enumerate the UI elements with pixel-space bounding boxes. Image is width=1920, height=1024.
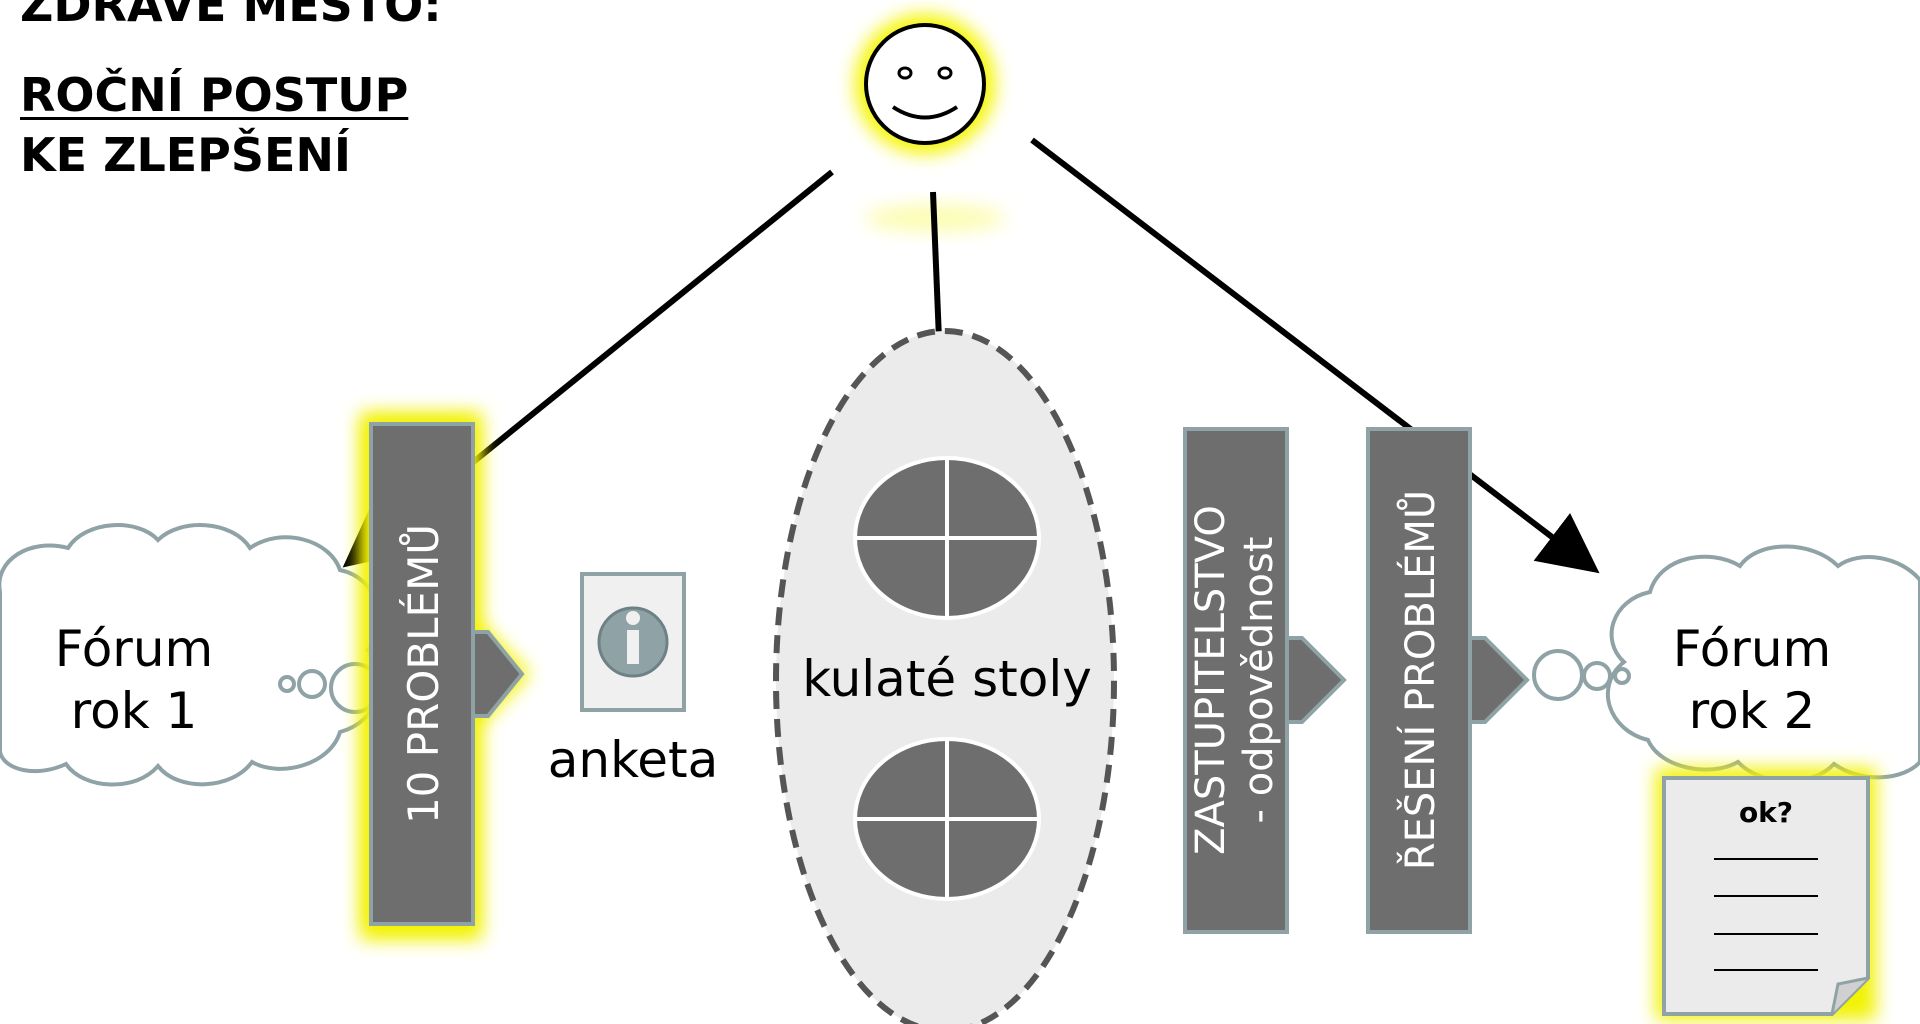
arrow-to-forum-2 xyxy=(1030,137,1600,574)
problems-bar-label: 10 PROBLÉMŮ xyxy=(398,524,448,824)
anketa-label: anketa xyxy=(548,731,719,789)
title-line-1: ZDRAVÉ MĚSTO: xyxy=(20,0,442,32)
solution-bar: ŘEŠENÍ PROBLÉMŮ xyxy=(1366,427,1530,934)
round-table-icon xyxy=(853,456,1041,620)
council-bar-label: ZASTUPITELSTVO xyxy=(1188,505,1234,855)
round-tables-label: kulaté stoly xyxy=(802,650,1092,708)
council-bar-sublabel: - odpovědnost xyxy=(1236,537,1282,824)
round-tables-group: kulaté stoly xyxy=(773,328,1117,1024)
title-line-3: KE ZLEPŠENÍ xyxy=(20,128,352,182)
title-line-2: ROČNÍ POSTUP xyxy=(20,68,409,122)
smiley-face-icon xyxy=(855,14,1005,232)
document-icon: ok? xyxy=(1656,768,1876,1020)
solution-bar-label: ŘEŠENÍ PROBLÉMŮ xyxy=(1396,490,1444,870)
forum-2-title: Fórum xyxy=(1673,620,1832,678)
forum-2-year: rok 2 xyxy=(1689,682,1816,740)
info-icon xyxy=(580,572,686,712)
forum-1-year: rok 1 xyxy=(71,682,198,740)
problems-bar: 10 PROBLÉMŮ xyxy=(360,412,530,940)
council-bar: ZASTUPITELSTVO - odpovědnost xyxy=(1183,427,1347,934)
forum-1-title: Fórum xyxy=(55,620,214,678)
note-label: ok? xyxy=(1739,796,1793,829)
round-table-icon xyxy=(853,737,1041,901)
